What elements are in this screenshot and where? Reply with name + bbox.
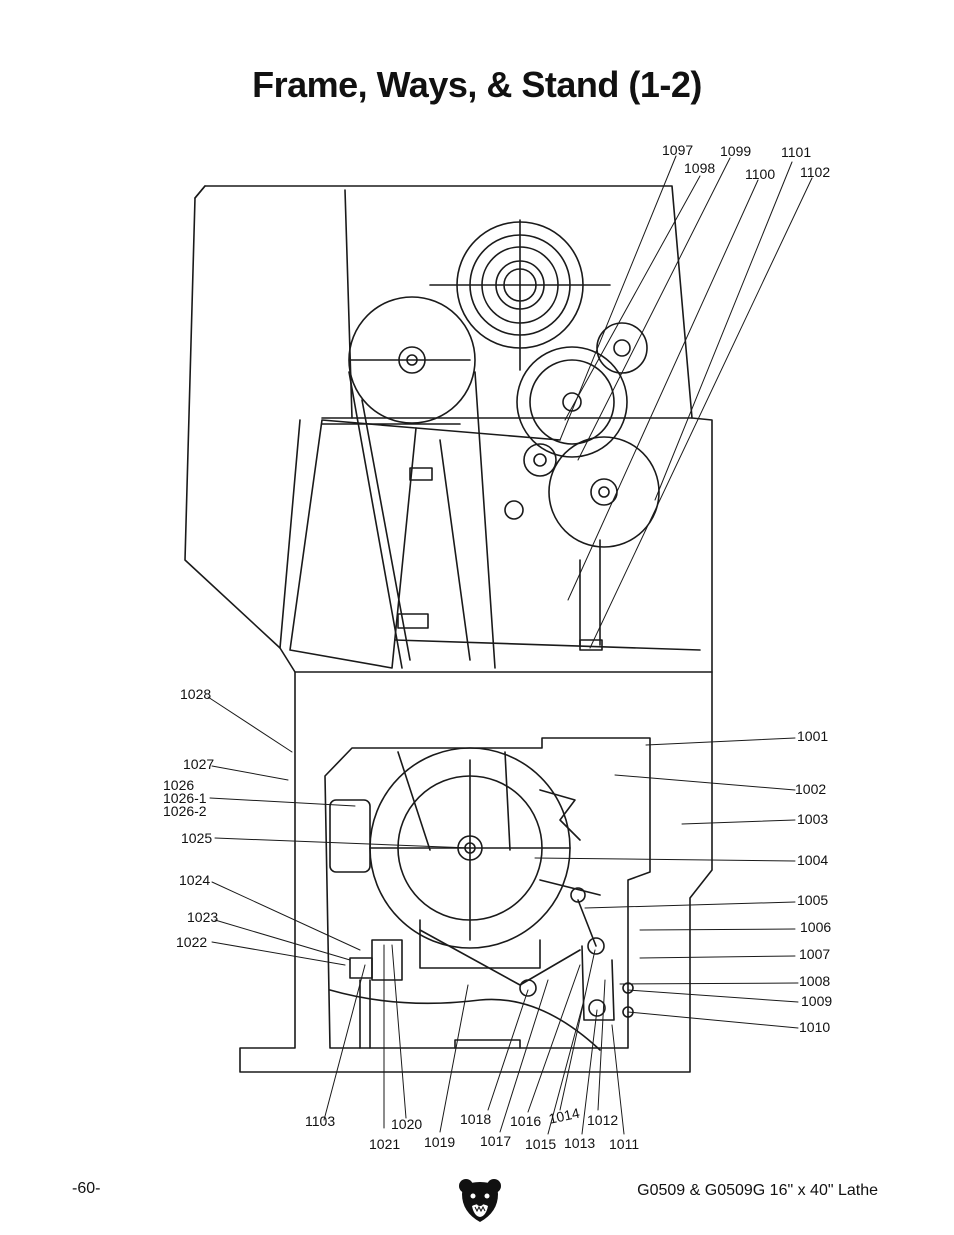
part-label: 1026-1	[163, 790, 207, 806]
bear-head-icon	[459, 1179, 501, 1222]
part-label: 1019	[424, 1134, 456, 1150]
part-label: 1026-2	[163, 803, 207, 819]
part-label: 1003	[797, 811, 829, 827]
part-label: 1097	[662, 142, 694, 158]
part-label: 1006	[800, 919, 832, 935]
part-label: 1002	[795, 781, 827, 797]
part-label: 1098	[684, 160, 716, 176]
part-label: 1004	[797, 852, 829, 868]
leader-lines	[207, 155, 813, 1135]
part-label: 1103	[305, 1113, 336, 1129]
part-label: 1027	[183, 756, 215, 772]
part-label: 1102	[800, 164, 831, 180]
part-label: 1099	[720, 143, 752, 159]
part-label: 1022	[176, 934, 208, 950]
part-label: 1100	[745, 166, 776, 182]
part-label: 1101	[781, 144, 812, 160]
part-label: 1011	[609, 1136, 640, 1152]
part-label: 1025	[181, 830, 213, 846]
part-label: 1028	[180, 686, 212, 702]
page-number: -60-	[72, 1180, 101, 1197]
part-label: 1024	[179, 872, 211, 888]
manual-title: G0509 & G0509G 16" x 40" Lathe	[637, 1182, 878, 1199]
part-label: 1009	[801, 993, 833, 1009]
page-title: Frame, Ways, & Stand (1-2)	[252, 64, 702, 105]
headstock-housing	[184, 185, 713, 673]
part-label: 1010	[799, 1019, 831, 1035]
part-label: 1021	[369, 1136, 401, 1152]
stand-cabinet	[239, 671, 713, 1073]
part-label: 1018	[460, 1111, 492, 1127]
part-label: 1026	[163, 777, 195, 793]
headstock-pulleys	[348, 219, 660, 669]
part-label: 1013	[564, 1135, 596, 1151]
part-label: 1001	[797, 728, 829, 744]
part-label: 1016	[510, 1113, 542, 1129]
part-label: 1008	[799, 973, 831, 989]
part-label: 1007	[799, 946, 831, 962]
part-label: 1012	[587, 1112, 619, 1128]
part-label: 1005	[797, 892, 829, 908]
part-label: 1015	[525, 1136, 557, 1152]
part-label: 1023	[187, 909, 219, 925]
part-label: 1020	[391, 1116, 423, 1132]
part-label: 1017	[480, 1133, 512, 1149]
